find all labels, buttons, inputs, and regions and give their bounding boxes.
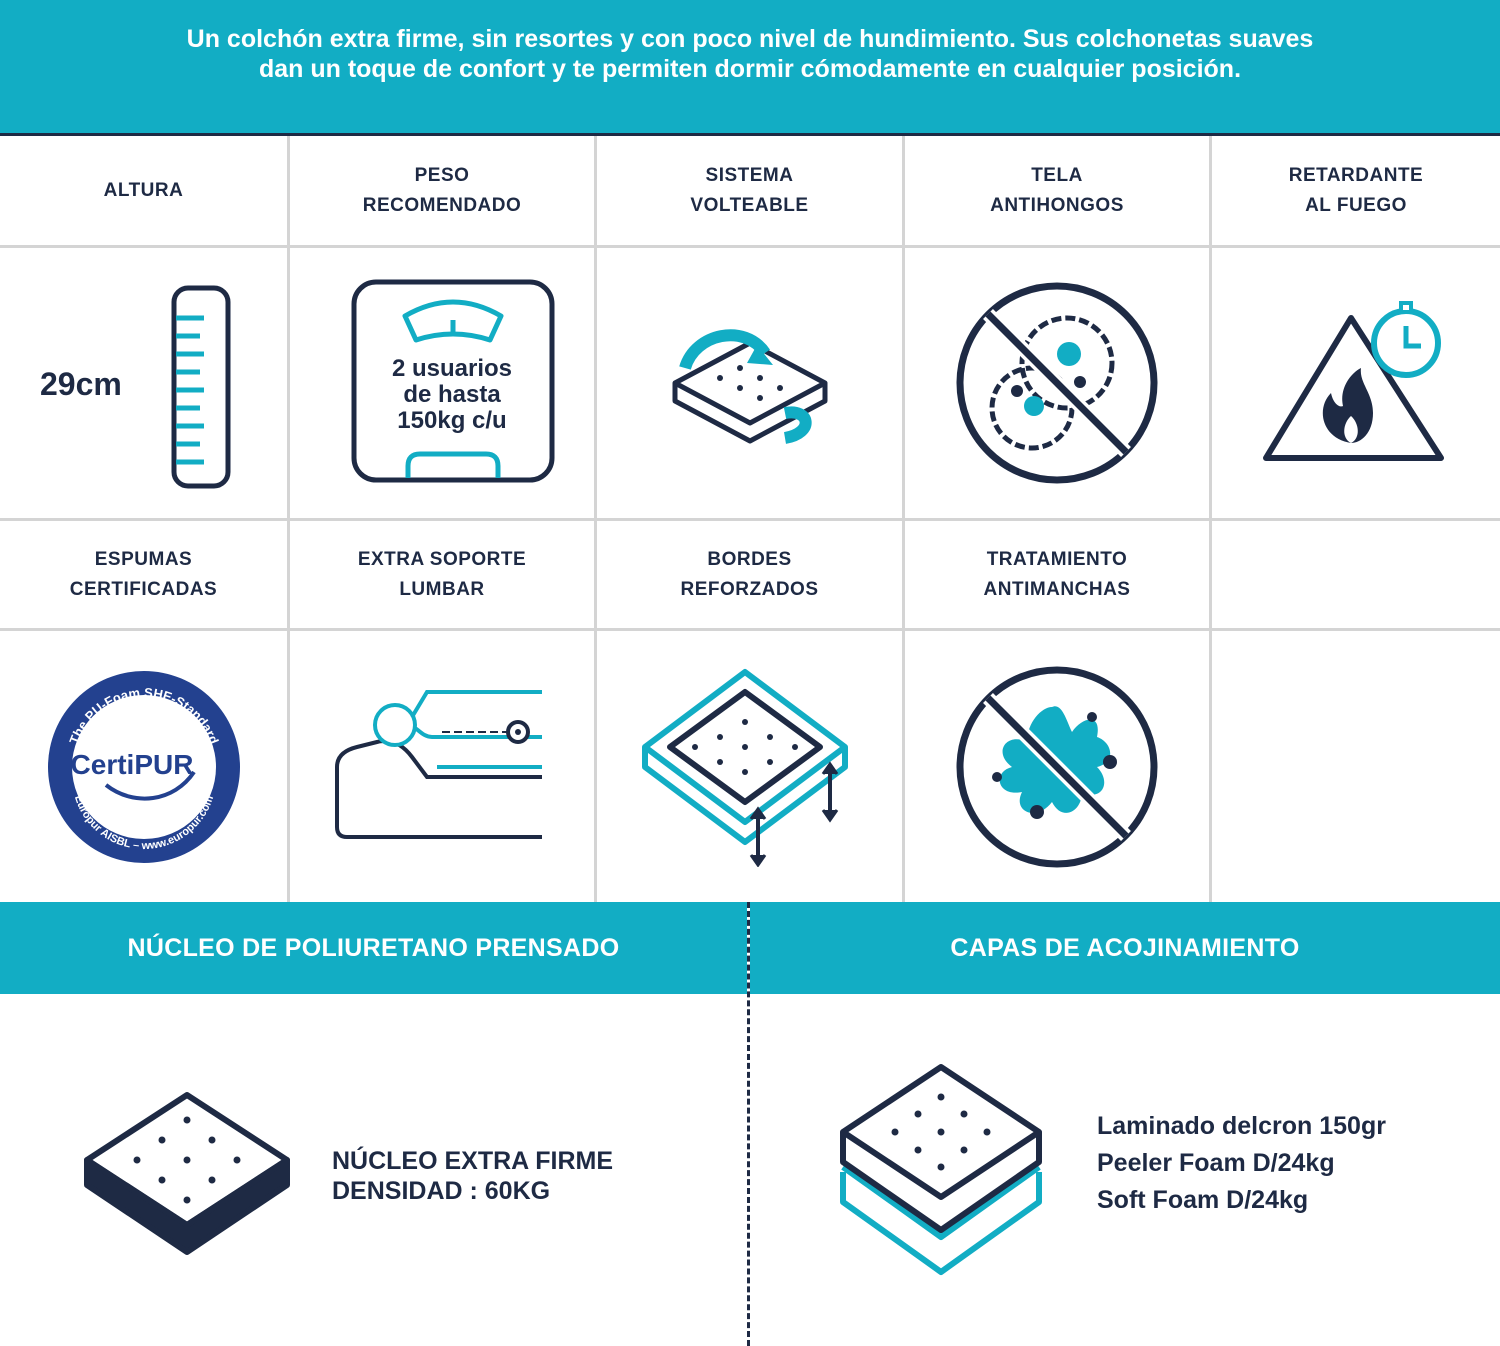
empty-cell [1212,631,1500,902]
feature-label-antimanchas: TRATAMIENTO ANTIMANCHAS [905,521,1212,631]
feature-label-text: SISTEMA VOLTEABLE [690,164,809,216]
feature-label-text: ALTURA [103,179,184,201]
section-divider [747,902,750,1346]
feature-label-volteable: SISTEMA VOLTEABLE [597,136,905,248]
feature-label-retardante: RETARDANTE AL FUEGO [1212,136,1500,248]
feature-label-bordes: BORDES REFORZADOS [597,521,905,631]
mattress-layers-icon [840,1064,1042,1275]
feature-label-text: RETARDANTE AL FUEGO [1288,164,1424,216]
lumbar-cell [290,631,597,902]
features-grid: ALTURA PESO RECOMENDADO SISTEMA VOLTEABL… [0,136,1500,902]
feature-label-text: ESPUMAS CERTIFICADAS [69,548,218,600]
certipur-logo: The PU-Foam SHE-Standard Europur AISBL –… [47,670,240,863]
feature-label-antihongos: TELA ANTIHONGOS [905,136,1212,248]
intro-line-1: Un colchón extra firme, sin resortes y c… [186,25,1314,53]
intro-text: Un colchón extra firme, sin resortes y c… [0,24,1500,84]
feature-label-lumbar: EXTRA SOPORTE LUMBAR [290,521,597,631]
altura-value: 29cm [40,366,122,402]
scale-icon [351,279,555,483]
feature-label-text: PESO RECOMENDADO [362,164,522,216]
feature-label-text: TRATAMIENTO ANTIMANCHAS [983,548,1131,600]
capa-item: Peeler Foam D/24kg [1097,1149,1335,1177]
section-capas-title-text: CAPAS DE ACOJINAMIENTO [950,933,1300,962]
reinforced-edges-icon [641,668,848,867]
nucleo-text: NÚCLEO EXTRA FIRME DENSIDAD : 60KG [332,1147,614,1205]
antimanchas-cell [905,631,1212,902]
flip-mattress-icon [672,329,827,444]
feature-label-text: EXTRA SOPORTE LUMBAR [357,548,527,600]
feature-label-text: TELA ANTIHONGOS [990,164,1124,216]
bordes-cell [597,631,905,902]
feature-label-text: BORDES REFORZADOS [680,548,819,600]
peso-text: 2 usuarios de hasta 150kg c/u [391,355,513,434]
capa-item: Laminado delcron 150gr [1097,1112,1386,1140]
peso-cell [290,248,597,521]
fire-retardant-icon [1263,301,1444,461]
volteable-cell [597,248,905,521]
feature-label-altura: ALTURA [0,136,290,248]
mattress-core-icon [84,1092,290,1255]
feature-label-peso: PESO RECOMENDADO [290,136,597,248]
feature-label-espumas: ESPUMAS CERTIFICADAS [0,521,290,631]
ruler-icon [171,285,231,489]
anti-fungus-icon [956,282,1158,484]
antihongos-cell [905,248,1212,521]
certipur-brand: CertiPUR [70,749,193,780]
retardante-cell [1212,248,1500,521]
section-capas-title: CAPAS DE ACOJINAMIENTO [750,902,1500,994]
section-nucleo-title: NÚCLEO DE POLIURETANO PRENSADO [0,902,747,994]
capas-list: Laminado delcron 150gr Peeler Foam D/24k… [1097,1108,1386,1219]
capa-item: Soft Foam D/24kg [1097,1186,1309,1214]
feature-label-empty [1212,521,1500,631]
anti-stain-icon [956,666,1158,867]
intro-banner: Un colchón extra firme, sin resortes y c… [0,0,1500,136]
lumbar-support-icon [335,689,542,839]
espumas-cell: The PU-Foam SHE-Standard Europur AISBL –… [0,631,290,902]
intro-line-2: dan un toque de confort y te permiten do… [258,55,1242,83]
section-nucleo-title-text: NÚCLEO DE POLIURETANO PRENSADO [127,933,620,962]
altura-cell [0,248,290,521]
